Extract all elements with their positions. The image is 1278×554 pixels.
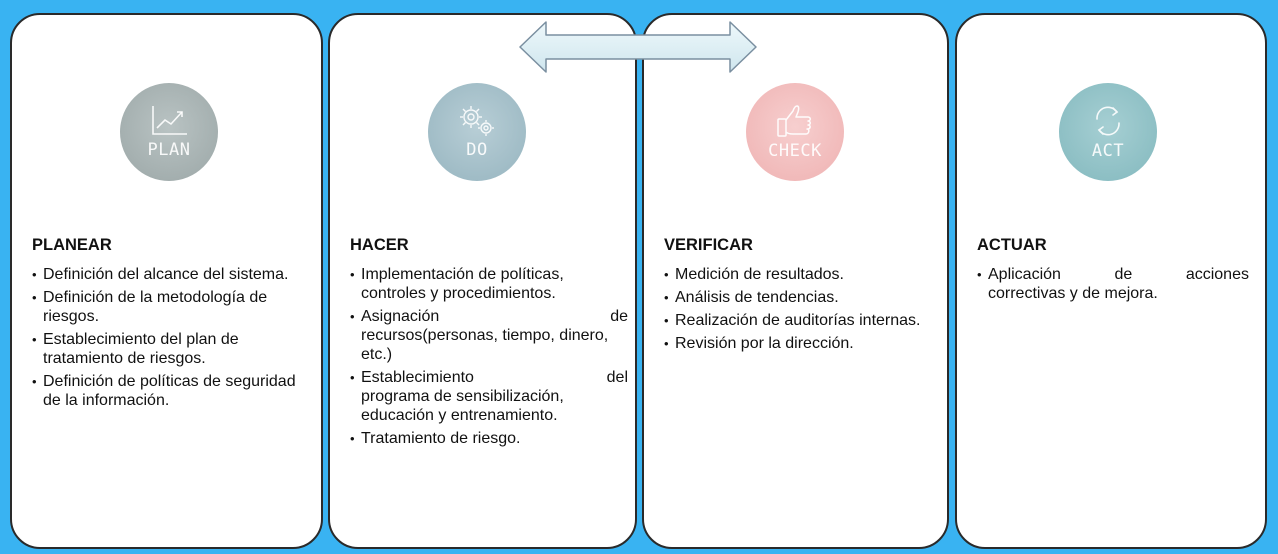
list-item-text: Aplicación bbox=[988, 266, 1061, 283]
do-badge-label: DO bbox=[466, 140, 488, 160]
list-item: Definición del alcance del sistema. bbox=[32, 265, 307, 284]
list-item: Análisis de tendencias. bbox=[664, 288, 934, 307]
list-item-text: programa de sensibilización, educación y… bbox=[361, 388, 564, 424]
list-item-text: Establecimiento bbox=[361, 369, 474, 386]
list-item: Aplicación de acciones correctivas y de … bbox=[977, 265, 1249, 303]
gears-icon bbox=[460, 106, 494, 136]
line-chart-icon bbox=[152, 106, 187, 135]
act-list: Aplicación de acciones correctivas y de … bbox=[977, 265, 1249, 307]
list-item: Revisión por la dirección. bbox=[664, 334, 934, 353]
list-item: Definición de políticas de seguridad de … bbox=[32, 372, 307, 410]
list-item: Realización de auditorías internas. bbox=[664, 311, 934, 330]
check-badge: CHECK bbox=[746, 83, 844, 181]
list-item-text: de bbox=[1114, 266, 1133, 283]
list-item: Implementación de políticas, controles y… bbox=[350, 265, 628, 303]
check-card: CHECK VERIFICAR Medición de resultados. … bbox=[642, 13, 949, 549]
do-badge: DO bbox=[428, 83, 526, 181]
do-title: HACER bbox=[350, 236, 409, 254]
list-item: Asignación de recursos(personas, tiempo,… bbox=[350, 307, 628, 364]
act-title: ACTUAR bbox=[977, 236, 1047, 254]
list-item-text: Asignación bbox=[361, 308, 440, 325]
list-item: Definición de la metodología de riesgos. bbox=[32, 288, 307, 326]
plan-card: PLAN PLANEAR Definición del alcance del … bbox=[10, 13, 323, 549]
list-item-text: del bbox=[606, 369, 628, 386]
plan-list: Definición del alcance del sistema. Defi… bbox=[32, 265, 307, 414]
do-card: DO HACER Implementación de políticas, co… bbox=[328, 13, 637, 549]
list-item: Establecimiento del programa de sensibil… bbox=[350, 368, 628, 425]
act-card: ACT ACTUAR Aplicación de acciones correc… bbox=[955, 13, 1267, 549]
list-item: Establecimiento del plan de tratamiento … bbox=[32, 330, 307, 368]
thumbs-up-icon bbox=[777, 105, 811, 137]
list-item-text: de bbox=[610, 308, 628, 325]
list-item-text: recursos(personas, tiempo, dinero, etc.) bbox=[361, 327, 609, 363]
check-badge-label: CHECK bbox=[768, 141, 822, 161]
list-item-text: acciones bbox=[1185, 266, 1249, 283]
check-title: VERIFICAR bbox=[664, 236, 753, 254]
plan-badge: PLAN bbox=[120, 83, 218, 181]
plan-title: PLANEAR bbox=[32, 236, 112, 254]
do-list: Implementación de políticas, controles y… bbox=[350, 265, 628, 452]
refresh-icon bbox=[1096, 106, 1120, 136]
check-list: Medición de resultados. Análisis de tend… bbox=[664, 265, 934, 357]
list-item: Tratamiento de riesgo. bbox=[350, 429, 628, 448]
double-headed-arrow-icon bbox=[519, 21, 757, 73]
act-badge: ACT bbox=[1059, 83, 1157, 181]
plan-badge-label: PLAN bbox=[147, 140, 191, 160]
list-item: Medición de resultados. bbox=[664, 265, 934, 284]
list-item-text: correctivas y de mejora. bbox=[988, 285, 1158, 302]
act-badge-label: ACT bbox=[1091, 141, 1125, 161]
